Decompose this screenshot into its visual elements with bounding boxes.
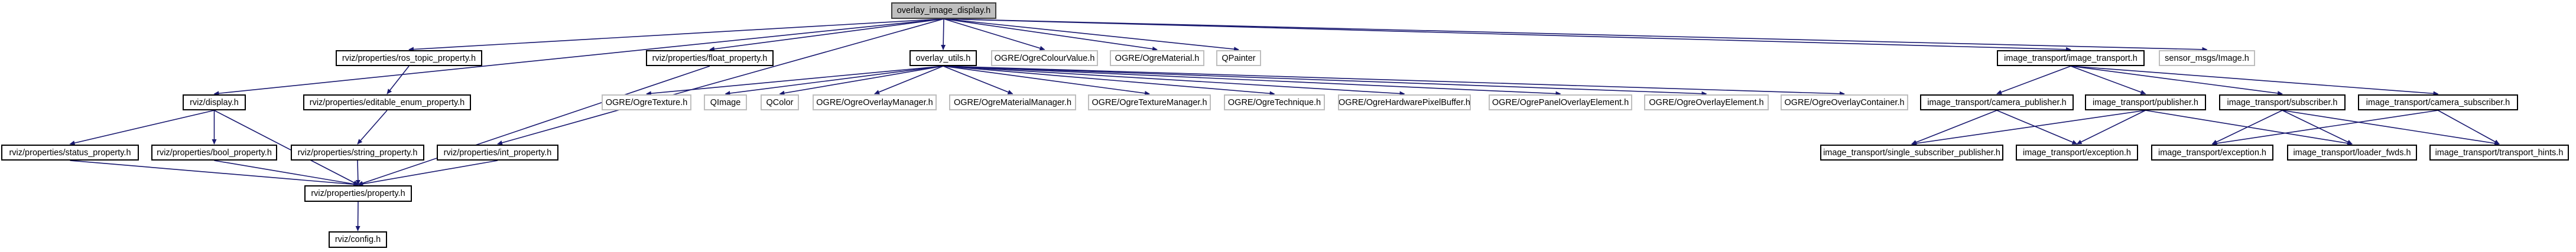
edge-display-to-property: [214, 110, 359, 185]
edge-overlay_utils-to-ogre_overlay_el: [943, 66, 1707, 96]
graph-node-publisher[interactable]: image_transport/publisher.h: [2085, 94, 2206, 110]
edge-root-to-qpainter: [943, 18, 1239, 52]
graph-node-display[interactable]: rviz/display.h: [183, 94, 246, 110]
graph-node-ogre_overlay_cont: OGRE/OgreOverlayContainer.h: [1781, 94, 1908, 110]
edge-camera_publisher-to-single_sub_pub: [1911, 110, 1997, 145]
graph-node-ogre_material: OGRE/OgreMaterial.h: [1110, 50, 1204, 66]
graph-node-loader_fwds[interactable]: image_transport/loader_fwds.h: [2287, 145, 2417, 161]
edge-display-to-status_prop: [69, 110, 215, 146]
edge-bool_prop-to-property: [214, 160, 359, 186]
edge-root-to-overlay_utils: [941, 18, 946, 50]
graph-node-ogre_hwpb: OGRE/OgreHardwarePixelBuffer.h: [1338, 94, 1471, 110]
edge-status_prop-to-property: [70, 160, 359, 187]
edge-overlay_utils-to-ogre_texture_mgr: [943, 66, 1150, 96]
graph-node-editable_enum[interactable]: rviz/properties/editable_enum_property.h: [303, 94, 471, 110]
edge-int_prop-to-property: [358, 160, 498, 186]
edge-root-to-sensor_image: [943, 18, 2208, 52]
graph-node-ogre_overlay_el: OGRE/OgreOverlayElement.h: [1644, 94, 1769, 110]
graph-node-ogre_overlay_mgr: OGRE/OgreOverlayManager.h: [813, 94, 937, 110]
edge-subscriber-to-loader_fwds: [2282, 110, 2353, 145]
edge-root-to-display: [213, 18, 944, 96]
graph-node-exception1[interactable]: image_transport/exception.h: [2016, 145, 2138, 161]
edge-subscriber-to-exception2: [2211, 110, 2283, 145]
graph-node-string_prop[interactable]: rviz/properties/string_property.h: [291, 145, 424, 161]
edge-publisher-to-loader_fwds: [2145, 110, 2353, 146]
edge-root-to-ogre_material: [943, 18, 1158, 51]
edge-root-to-ogre_colour: [943, 18, 1045, 51]
graph-node-float_prop[interactable]: rviz/properties/float_property.h: [646, 50, 774, 66]
graph-node-property[interactable]: rviz/properties/property.h: [304, 185, 412, 202]
edge-publisher-to-single_sub_pub: [1911, 110, 2146, 146]
edge-overlay_utils-to-qcolor: [779, 66, 944, 96]
edge-root-to-int_prop: [497, 18, 944, 145]
edge-overlay_utils-to-ogre_overlay_cont: [943, 66, 1845, 96]
edge-overlay_utils-to-ogre_material_mgr: [943, 66, 1013, 94]
graph-node-ogre_texture_mgr: OGRE/OgreTextureManager.h: [1088, 94, 1211, 110]
edge-property-to-config: [355, 201, 360, 231]
edge-subscriber-to-transport_hints: [2282, 110, 2500, 146]
graph-node-transport_hints[interactable]: image_transport/transport_hints.h: [2429, 145, 2569, 161]
graph-node-int_prop[interactable]: rviz/properties/int_property.h: [437, 145, 558, 161]
graph-node-camera_subscriber[interactable]: image_transport/camera_subscriber.h: [2358, 94, 2518, 110]
graph-node-camera_publisher[interactable]: image_transport/camera_publisher.h: [1920, 94, 2074, 110]
edge-overlay_utils-to-ogre_panel: [943, 66, 1561, 96]
graph-node-single_sub_pub[interactable]: image_transport/single_subscriber_publis…: [1820, 145, 2003, 161]
edge-root-to-ros_topic: [408, 18, 944, 52]
graph-node-ogre_panel: OGRE/OgrePanelOverlayElement.h: [1489, 94, 1632, 110]
edge-image_transport-to-subscriber: [2070, 66, 2283, 96]
graph-node-exception2[interactable]: image_transport/exception.h: [2151, 145, 2273, 161]
graph-node-ogre_texture: OGRE/OgreTexture.h: [602, 94, 691, 110]
edge-image_transport-to-publisher: [2070, 66, 2146, 94]
edge-overlay_utils-to-ogre_overlay_mgr: [874, 66, 944, 94]
graph-node-ogre_colour: OGRE/OgreColourValue.h: [991, 50, 1098, 66]
edge-publisher-to-exception1: [2076, 110, 2146, 145]
edge-camera_subscriber-to-transport_hints: [2438, 110, 2500, 145]
edge-float_prop-to-property: [358, 66, 710, 186]
edge-overlay_utils-to-qimage: [725, 66, 944, 96]
graph-node-qcolor: QColor: [761, 94, 799, 110]
graph-node-ogre_technique: OGRE/OgreTechnique.h: [1224, 94, 1325, 110]
graph-node-ros_topic[interactable]: rviz/properties/ros_topic_property.h: [336, 50, 482, 66]
edge-image_transport-to-camera_publisher: [1996, 66, 2071, 94]
edge-root-to-image_transport: [943, 18, 2071, 52]
graph-node-root: overlay_image_display.h: [891, 2, 996, 19]
edge-camera_publisher-to-exception1: [1996, 110, 2078, 145]
edge-camera_subscriber-to-exception2: [2211, 110, 2438, 146]
graph-node-bool_prop[interactable]: rviz/properties/bool_property.h: [151, 145, 277, 161]
graph-node-status_prop[interactable]: rviz/properties/status_property.h: [1, 145, 139, 161]
graph-node-sensor_image: sensor_msgs/Image.h: [2159, 50, 2255, 66]
edge-overlay_utils-to-ogre_texture: [646, 66, 944, 96]
graph-node-image_transport[interactable]: image_transport/image_transport.h: [1997, 50, 2145, 66]
edge-root-to-float_prop: [709, 18, 944, 51]
edge-editable_enum-to-string_prop: [357, 110, 388, 145]
graph-node-qpainter: QPainter: [1216, 50, 1261, 66]
graph-node-subscriber[interactable]: image_transport/subscriber.h: [2219, 94, 2346, 110]
graph-node-ogre_material_mgr: OGRE/OgreMaterialManager.h: [949, 94, 1076, 110]
edge-overlay_utils-to-ogre_technique: [943, 66, 1275, 96]
edge-overlay_utils-to-ogre_hwpb: [943, 66, 1405, 96]
edge-image_transport-to-camera_subscriber: [2070, 66, 2439, 96]
edge-ros_topic-to-editable_enum: [386, 66, 410, 94]
graph-node-config[interactable]: rviz/config.h: [329, 231, 387, 248]
graph-node-overlay_utils[interactable]: overlay_utils.h: [909, 50, 977, 66]
graph-node-qimage: QImage: [704, 94, 747, 110]
